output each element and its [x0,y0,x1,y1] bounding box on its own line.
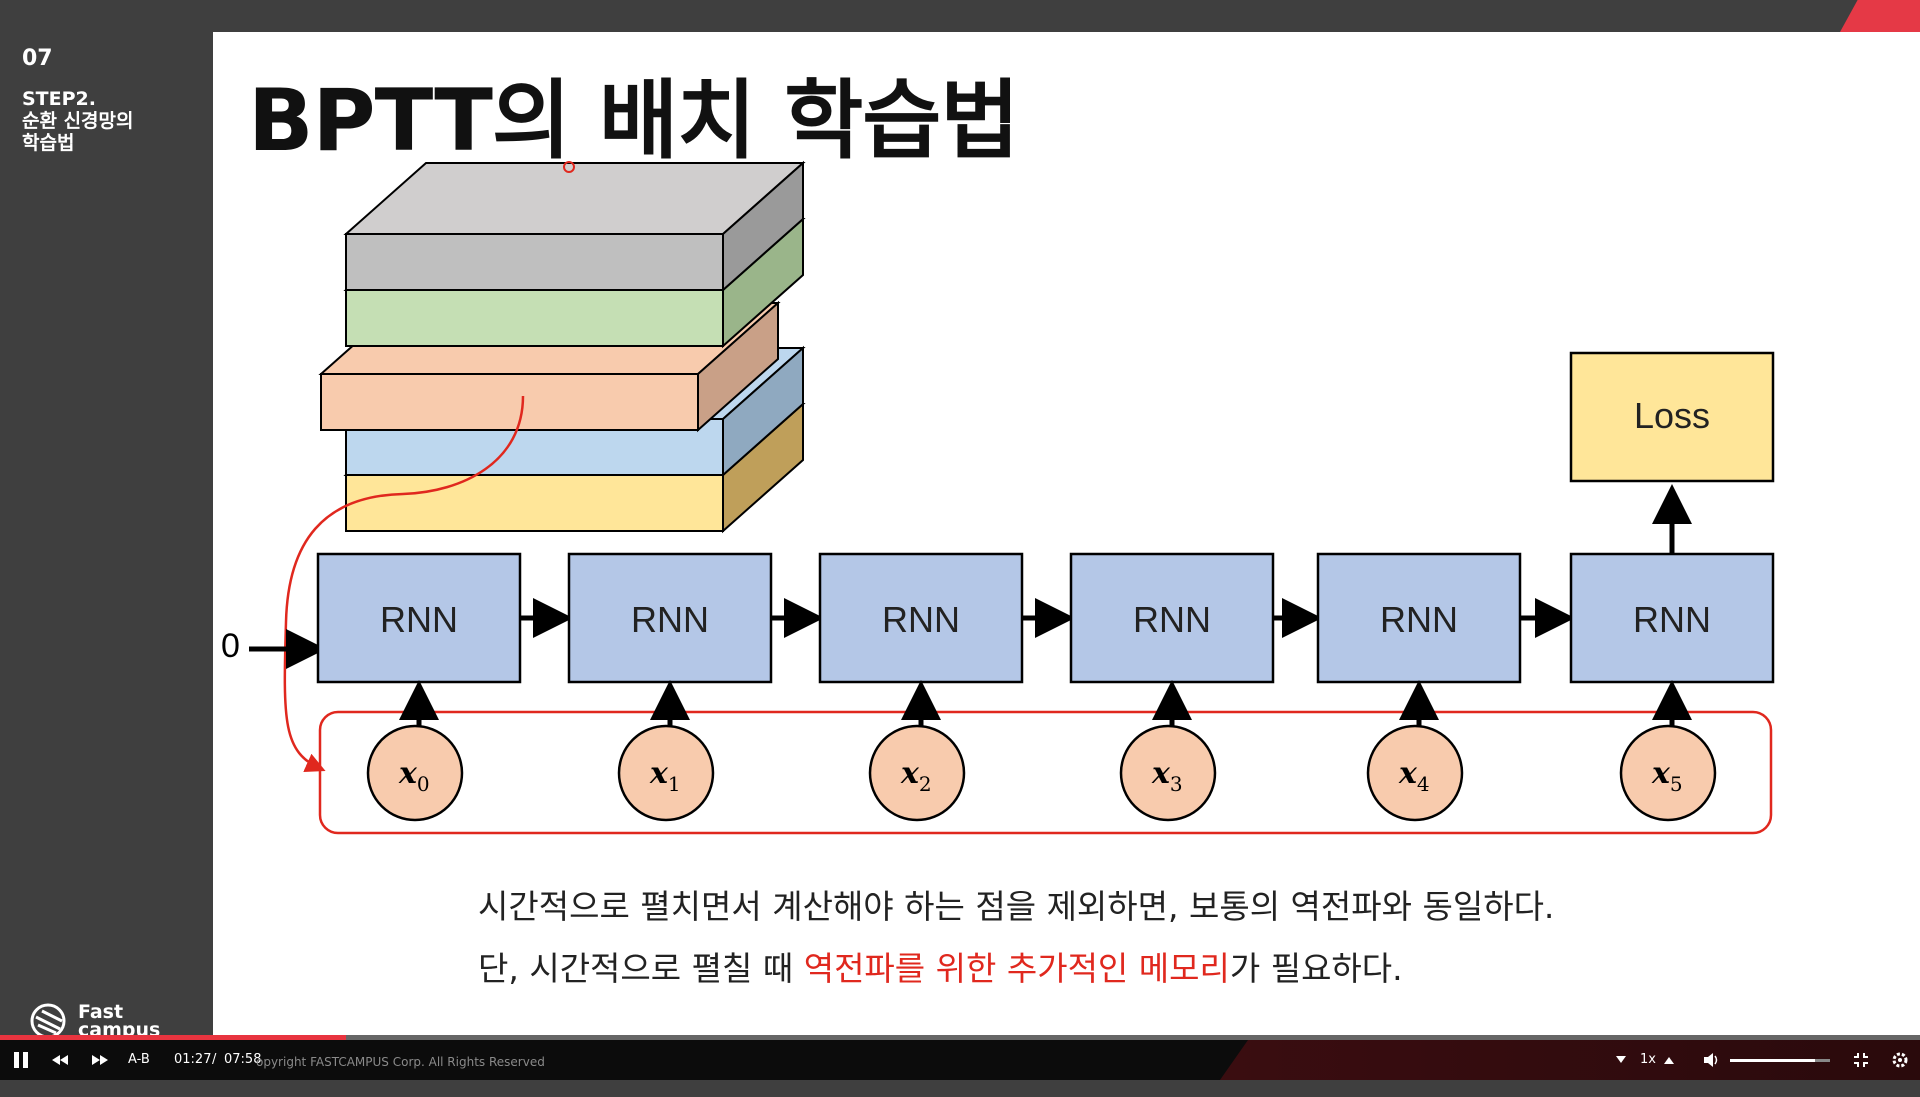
volume-button[interactable] [1702,1040,1720,1080]
pause-button[interactable] [12,1040,30,1080]
rnn-label-0: RNN [380,599,458,640]
time-separator: / [212,1052,217,1067]
video-progress-fill [0,1035,346,1040]
input-symbol-3: x [1151,756,1171,791]
speed-down-icon [1616,1056,1626,1063]
logo-text: Fast campus [78,1001,161,1041]
caption-line-2-prefix: 단, 시간적으로 펼칠 때 [478,949,804,988]
input-sequence-frame [318,710,1773,835]
rnn-label-3: RNN [1133,599,1211,640]
exit-fullscreen-icon [1854,1053,1868,1067]
settings-icon [1892,1052,1908,1068]
input-symbol-1: x [649,756,669,791]
input-node-3 [1119,724,1217,822]
volume-icon [1704,1053,1718,1067]
input-node-5 [1619,724,1717,822]
rnn-label-1: RNN [631,599,709,640]
caption-line-1: 시간적으로 펼치면서 계산해야 하는 점을 제외하면, 보통의 역전파와 동일하… [478,887,1555,926]
fastcampus-logo-icon [30,1003,66,1039]
input-node-4 [1366,724,1464,822]
top-bar [0,0,1920,32]
pause-icon [14,1052,28,1068]
fast-forward-button[interactable] [90,1040,110,1080]
rewind-icon [52,1055,68,1065]
rewind-button[interactable] [50,1040,70,1080]
input-subscript-5: 5 [1670,772,1683,796]
input-label-1: x1 [649,756,681,796]
pointer-cursor [563,161,575,173]
rnn-box-3 [1069,552,1275,684]
input-node-1 [617,724,715,822]
slide-canvas: BPTT의 배치 학습법 [213,32,1920,1040]
fastcampus-logo: Fast campus [30,1003,180,1041]
input-node-0 [366,724,464,822]
exit-fullscreen-button[interactable] [1852,1040,1870,1080]
ab-repeat-button[interactable]: A-B [128,1052,150,1067]
current-time: 01:27 [174,1052,212,1067]
caption-line-2-suffix: 가 필요하다. [1229,949,1403,988]
input-label-5: x5 [1651,756,1683,796]
caption-line-2: 단, 시간적으로 펼칠 때 역전파를 위한 추가적인 메모리가 필요하다. [478,942,1403,990]
volume-level [1730,1059,1815,1062]
batch-stack [318,160,806,534]
chapter-step-title: STEP2. 순환 신경망의 학습법 [22,88,134,154]
loss-node: Loss [1569,351,1775,554]
input-symbol-5: x [1651,756,1671,791]
input-subscript-1: 1 [668,772,681,796]
caption-highlight: 역전파를 위한 추가적인 메모리 [803,949,1230,988]
input-node-2 [868,724,966,822]
chapter-number: 07 [22,46,53,71]
input-subscript-4: 4 [1417,772,1430,796]
input-subscript-0: 0 [417,772,430,796]
chapter-sidebar: 07 STEP2. 순환 신경망의 학습법 Fast campus [0,0,213,1040]
copyright-notice: opyright FASTCAMPUS Corp. All Rights Res… [256,1055,545,1069]
input-subscript-3: 3 [1170,772,1183,796]
speed-down-button[interactable] [1614,1040,1628,1080]
fast-forward-icon [92,1055,108,1065]
loss-box [1569,351,1775,483]
input-symbol-2: x [900,756,920,791]
player-controls: A-B 01:27 / 07:58 opyright FASTCAMPUS Co… [0,1040,1920,1080]
video-progress-track[interactable] [0,1035,1920,1040]
input-symbol-0: x [398,756,418,791]
loss-label: Loss [1634,395,1710,436]
initial-state-label: 0 [221,627,240,665]
total-time: 07:58 [224,1052,262,1067]
rnn-label-5: RNN [1633,599,1711,640]
rnn-box-0 [316,552,522,684]
input-label-2: x2 [900,756,932,796]
settings-button[interactable] [1890,1040,1910,1080]
batch-to-inputs-arrow [283,395,525,772]
input-symbol-4: x [1398,756,1418,791]
speed-up-button[interactable] [1662,1040,1676,1080]
slide-title: BPTT의 배치 학습법 [248,71,1019,171]
batch-layer-gray [343,160,806,293]
input-label-4: x4 [1398,756,1430,796]
rnn-box-4 [1316,552,1522,684]
speed-up-icon [1664,1057,1674,1064]
playback-speed[interactable]: 1x [1640,1052,1656,1067]
input-label-3: x3 [1151,756,1183,796]
rnn-label-4: RNN [1380,599,1458,640]
rnn-label-2: RNN [882,599,960,640]
input-subscript-2: 2 [919,772,932,796]
input-label-0: x0 [398,756,430,796]
